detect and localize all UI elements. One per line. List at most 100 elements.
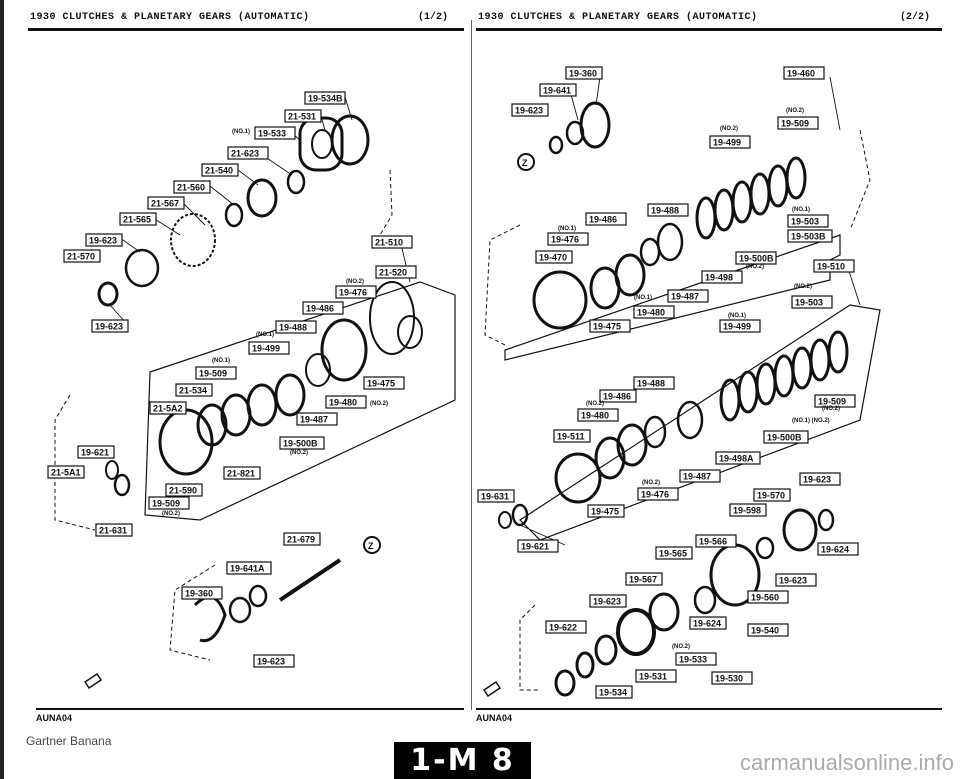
right-part-label-box bbox=[695, 534, 737, 548]
right-part-label: 19-623 bbox=[511, 103, 549, 117]
right-part-number: 19-623 bbox=[803, 475, 831, 485]
right-part-label: 19-475 bbox=[589, 319, 631, 333]
right-part-label-box bbox=[599, 389, 637, 403]
left-part-number: 19-623 bbox=[257, 657, 285, 667]
left-part-number: 21-570 bbox=[67, 252, 95, 262]
right-lower-ring bbox=[676, 400, 704, 440]
right-part-number: 19-540 bbox=[751, 626, 779, 636]
left-part-number: 19-360 bbox=[185, 589, 213, 599]
z-marker-left-text: Z bbox=[368, 541, 374, 551]
right-part-label-box bbox=[729, 503, 767, 517]
right-part-label: 19-486 bbox=[585, 212, 627, 226]
left-part-label: 19-487 bbox=[296, 412, 338, 426]
right-upper-plate-f bbox=[695, 196, 717, 240]
right-part-label: 19-500B bbox=[763, 430, 809, 444]
right-part-label-box bbox=[709, 135, 751, 149]
note-no1: (NO.1) bbox=[634, 295, 652, 301]
right-dash-guide-3 bbox=[519, 604, 540, 691]
left-carrier bbox=[170, 213, 216, 267]
left-spring bbox=[305, 353, 331, 387]
right-ring-b bbox=[548, 135, 564, 155]
left-header-rule bbox=[28, 28, 464, 31]
left-part-label-box bbox=[284, 109, 322, 123]
left-part-number: 19-499 bbox=[252, 344, 280, 354]
left-part-label: 19-486 bbox=[302, 301, 344, 315]
right-bearing bbox=[616, 608, 656, 656]
right-part-label-box bbox=[511, 103, 549, 117]
right-part-number: 19-480 bbox=[581, 411, 609, 421]
left-part-label: 21-510 bbox=[371, 235, 413, 249]
right-lower-plate-g bbox=[719, 378, 741, 422]
left-part-label-box bbox=[275, 320, 317, 334]
right-part-label-box bbox=[799, 472, 841, 486]
left-part-label-box bbox=[253, 654, 295, 668]
note-no2: (NO.2) bbox=[786, 108, 804, 114]
variant-notes: (NO.1) (NO.2) (NO.1) (NO.1) (NO.2) (NO.2… bbox=[162, 108, 840, 650]
right-part-number: 19-480 bbox=[637, 308, 665, 318]
note-no1: (NO.1) bbox=[256, 332, 274, 338]
right-page-number: (2/2) bbox=[900, 12, 931, 23]
right-header-rule bbox=[476, 28, 942, 31]
left-part-label: 19-476 bbox=[335, 285, 377, 299]
right-part-label-box bbox=[535, 250, 573, 264]
right-part-label: 19-631 bbox=[477, 489, 515, 503]
right-thrust-washer bbox=[575, 651, 595, 679]
right-part-number: 19-621 bbox=[521, 542, 549, 552]
right-part-number: 19-641 bbox=[543, 86, 571, 96]
right-part-label: 19-488 bbox=[633, 376, 675, 390]
note-no2: (NO.2) bbox=[746, 264, 764, 270]
left-shaft bbox=[278, 558, 342, 602]
left-part-number: 21-520 bbox=[379, 268, 407, 278]
left-part-label-box bbox=[223, 466, 261, 480]
watermark-left: Gartner Banana bbox=[26, 734, 112, 748]
right-part-label: 19-623 bbox=[775, 573, 817, 587]
left-part-label-box bbox=[254, 126, 296, 140]
right-part-label-box bbox=[655, 546, 693, 560]
right-part-number: 19-486 bbox=[589, 215, 617, 225]
right-part-number: 19-509 bbox=[818, 397, 846, 407]
right-part-number: 19-487 bbox=[671, 292, 699, 302]
note-no2: (NO.2) bbox=[290, 450, 308, 456]
right-part-label-box bbox=[547, 232, 589, 246]
watermark-right: carmanualsonline.info bbox=[739, 750, 954, 775]
right-part-number: 19-476 bbox=[551, 235, 579, 245]
right-part-label: 19-530 bbox=[711, 671, 753, 685]
right-part-label-box bbox=[763, 430, 809, 444]
left-shaft-washer bbox=[228, 596, 252, 624]
right-part-label: 19-510 bbox=[813, 259, 855, 273]
right-part-label-box bbox=[625, 572, 663, 586]
right-part-label-box bbox=[701, 270, 743, 284]
left-washer bbox=[286, 169, 306, 195]
left-part-label: 19-480 bbox=[325, 395, 367, 409]
right-part-label-box bbox=[777, 116, 819, 130]
right-upper-ring bbox=[656, 222, 684, 262]
left-part-label: 21-567 bbox=[147, 196, 185, 210]
left-part-label: 19-533 bbox=[254, 126, 296, 140]
right-part-number: 19-499 bbox=[713, 138, 741, 148]
right-part-number: 19-360 bbox=[569, 69, 597, 79]
z-marker-right-text: Z bbox=[522, 158, 528, 168]
right-part-label: 19-486 bbox=[599, 389, 637, 403]
left-part-number: 19-475 bbox=[367, 379, 395, 389]
right-part-label: 19-503 bbox=[787, 214, 829, 228]
note-no1-no2: (NO.1) (NO.2) bbox=[792, 418, 830, 424]
right-part-label-box bbox=[715, 451, 761, 465]
right-sun-gear bbox=[648, 592, 680, 632]
right-part-label-box bbox=[675, 652, 717, 666]
left-part-label: 19-509 bbox=[148, 496, 190, 510]
right-part-number: 19-486 bbox=[603, 392, 631, 402]
left-plate-c bbox=[220, 393, 252, 437]
left-part-label: 21-5A2 bbox=[149, 401, 187, 415]
page-number-tab: 1-M 8 bbox=[394, 742, 531, 779]
left-page-number: (1/2) bbox=[418, 12, 449, 23]
right-part-label-box bbox=[783, 66, 825, 80]
left-part-number: 21-565 bbox=[123, 215, 151, 225]
left-part-label-box bbox=[248, 341, 290, 355]
left-part-label-box bbox=[363, 376, 405, 390]
scan-edge bbox=[0, 0, 4, 779]
left-part-number: 21-510 bbox=[375, 238, 403, 248]
right-part-label: 19-488 bbox=[647, 203, 689, 217]
right-carrier-ring bbox=[693, 585, 717, 615]
